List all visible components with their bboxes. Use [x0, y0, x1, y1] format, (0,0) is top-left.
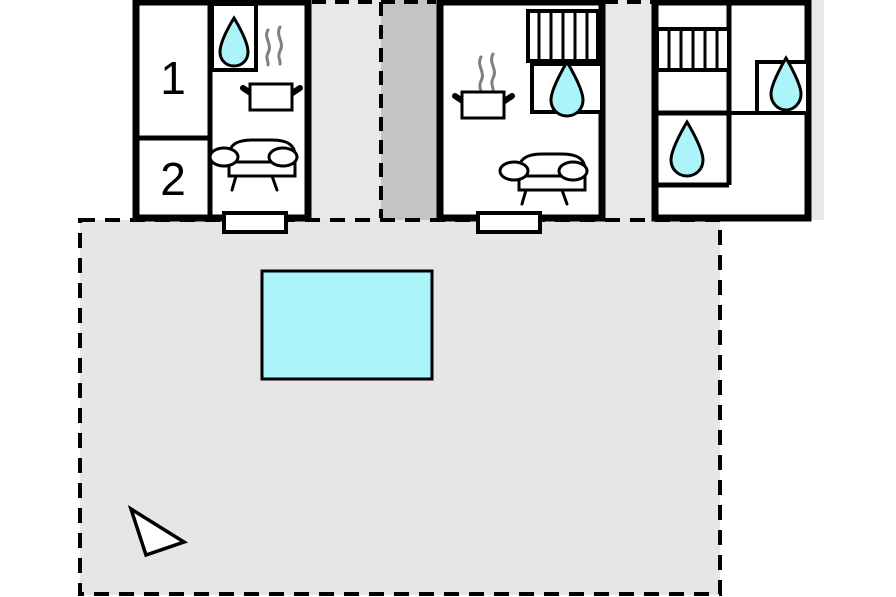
sofa-arm-right	[267, 146, 299, 168]
north-arrow-icon	[127, 504, 189, 558]
open-gap-area-right	[602, 0, 654, 220]
gap-boundary-dashed	[312, 0, 652, 218]
covered-terrace-area	[381, 0, 438, 220]
water-drop-icon	[769, 55, 803, 112]
water-drop-icon	[669, 119, 705, 178]
open-gap-area-left	[310, 0, 382, 220]
left-building: 1 2	[132, 0, 312, 234]
sofa-arm-left	[208, 146, 240, 168]
pot-body	[248, 82, 294, 112]
entrance-step	[476, 211, 542, 234]
open-gap-area-far-right	[808, 0, 824, 220]
entrance-step	[222, 211, 288, 234]
cooking-pot-icon	[452, 52, 515, 120]
bedroom-2-label: 2	[160, 153, 186, 205]
middle-building	[436, 0, 606, 234]
sofa-icon	[208, 138, 299, 192]
sofa-arm-left	[498, 160, 530, 182]
sofa-leg-right	[560, 188, 569, 206]
right-building	[651, 0, 812, 222]
water-drop-icon	[549, 59, 585, 118]
sofa-leg-left	[520, 188, 528, 206]
staircase-icon	[526, 9, 600, 63]
steam-line	[490, 52, 496, 93]
sofa-icon	[498, 152, 589, 206]
sofa-arm-right	[557, 160, 589, 182]
swimming-pool	[260, 269, 434, 381]
sofa-leg-right	[270, 174, 279, 192]
steam-line	[277, 25, 283, 66]
steam-line	[265, 28, 271, 67]
cooking-pot-icon	[240, 25, 303, 112]
bedroom-1-label: 1	[160, 52, 186, 104]
pot-body	[460, 90, 506, 120]
staircase-icon	[655, 27, 731, 72]
sofa-leg-left	[230, 174, 238, 192]
water-drop-icon	[218, 15, 250, 68]
